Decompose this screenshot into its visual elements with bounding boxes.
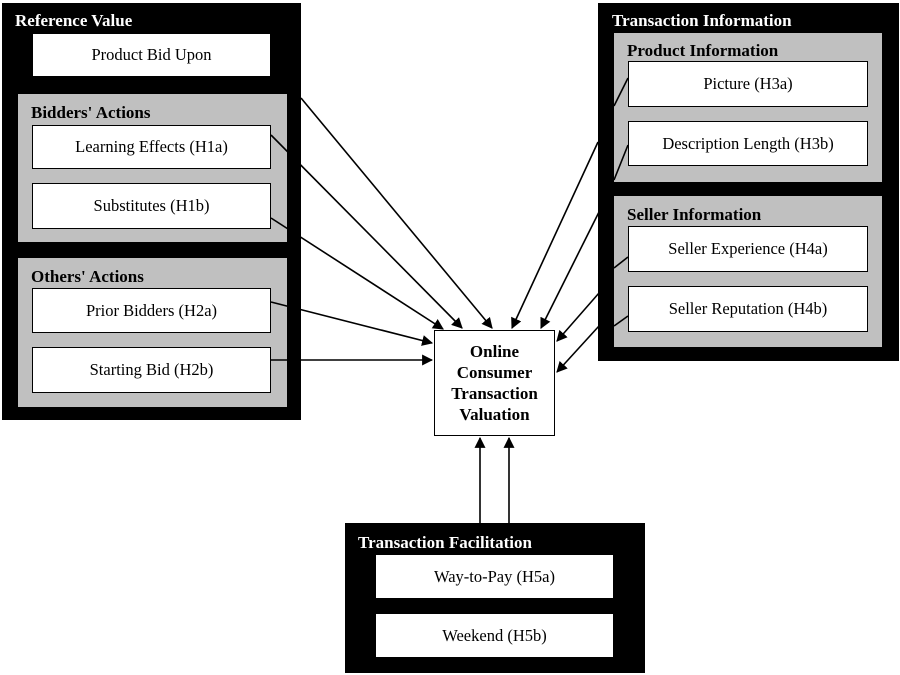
arrow-seller-reputation — [613, 315, 629, 327]
product-bid-upon-box: Product Bid Upon — [32, 33, 271, 77]
learning-effects-box: Learning Effects (H1a) — [32, 125, 271, 169]
center-line-3: Transaction — [451, 384, 538, 403]
center-line-4: Valuation — [459, 405, 530, 424]
product-information-title: Product Information — [627, 41, 779, 60]
others-actions-title: Others' Actions — [31, 267, 144, 286]
product-information-group: Product Information Picture (H3a) Descri… — [614, 33, 882, 182]
seller-information-title: Seller Information — [627, 205, 762, 224]
arrow-seller-information — [556, 292, 600, 342]
bidders-actions-group: Bidders' Actions Learning Effects (H1a) … — [18, 94, 287, 242]
center-box-label: Online Consumer Transaction Valuation — [451, 341, 538, 425]
online-consumer-transaction-valuation-box: Online Consumer Transaction Valuation — [434, 330, 555, 436]
picture-box: Picture (H3a) — [628, 61, 868, 107]
transaction-information-panel: Transaction Information Product Informat… — [598, 3, 899, 361]
description-length-box: Description Length (H3b) — [628, 121, 868, 166]
arrow-description-length — [613, 144, 629, 181]
center-line-2: Consumer — [456, 363, 533, 382]
seller-experience-box: Seller Experience (H4a) — [628, 226, 868, 272]
transaction-information-title: Transaction Information — [612, 11, 792, 30]
center-line-1: Online — [469, 342, 520, 361]
prior-bidders-box: Prior Bidders (H2a) — [32, 288, 271, 333]
bidders-actions-title: Bidders' Actions — [31, 103, 151, 122]
transaction-facilitation-title: Transaction Facilitation — [358, 533, 532, 552]
weekend-box: Weekend (H5b) — [375, 613, 614, 658]
arrow-seller-panel — [556, 325, 600, 373]
arrow-product-information — [540, 211, 600, 329]
way-to-pay-box: Way-to-Pay (H5a) — [375, 554, 614, 599]
others-actions-group: Others' Actions Prior Bidders (H2a) Star… — [18, 258, 287, 407]
starting-bid-box: Starting Bid (H2b) — [32, 347, 271, 393]
reference-value-title: Reference Value — [15, 11, 133, 30]
transaction-facilitation-panel: Transaction Facilitation Way-to-Pay (H5a… — [345, 523, 645, 673]
arrow-transaction-information — [511, 141, 599, 329]
substitutes-box: Substitutes (H1b) — [32, 183, 271, 229]
arrow-prior-bidders — [270, 301, 434, 346]
seller-information-group: Seller Information Seller Experience (H4… — [614, 196, 882, 347]
arrow-picture — [613, 77, 629, 107]
reference-value-panel: Reference Value Product Bid Upon Bidders… — [2, 3, 301, 420]
arrow-substitutes — [270, 217, 444, 330]
seller-reputation-box: Seller Reputation (H4b) — [628, 286, 868, 332]
arrow-learning-effects — [270, 134, 463, 329]
arrow-reference-value — [300, 97, 493, 329]
arrow-seller-experience — [613, 256, 629, 269]
